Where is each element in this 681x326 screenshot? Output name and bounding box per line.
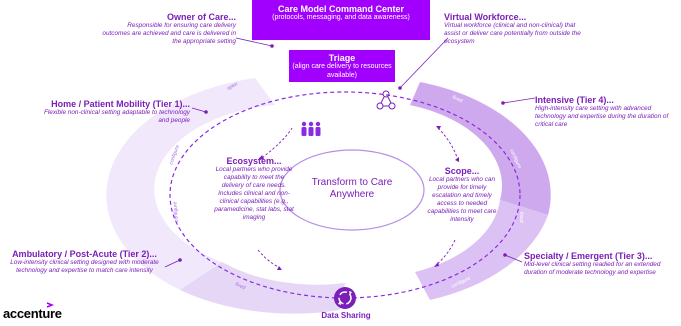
ambulatory-block: Ambulatory / Post-Acute (Tier 2)... Low-…: [2, 249, 167, 275]
ring-right-top-segment: [410, 82, 551, 215]
owner-connector: [235, 37, 273, 47]
home-connector: [191, 107, 207, 113]
specialty-title: Specialty / Emergent (Tier 3)...: [524, 251, 653, 261]
ecosystem-arrow-bottom: [257, 249, 281, 269]
intensive-desc: High-intensity care setting with advance…: [535, 105, 669, 128]
home-desc: Flexible non-clinical setting adaptable …: [43, 109, 190, 124]
home-title: Home / Patient Mobility (Tier 1)...: [51, 99, 190, 109]
virtual-connector: [399, 37, 449, 89]
ring-label-fixed-tr: fixed: [451, 94, 463, 104]
data-sharing-icon: [334, 287, 356, 309]
command-center-title: Care Model Command Center: [277, 4, 405, 14]
ring-right-bottom-segment: [415, 200, 548, 300]
ring-label-fixed-bl: fixed: [234, 281, 246, 291]
intensive-block: Intensive (Tier 4)... High-intensity car…: [535, 95, 680, 129]
ecosystem-block: Ecosystem... Local partners who provide …: [213, 156, 295, 222]
ecosystem-arrow-top: [261, 127, 293, 159]
center-text: Transform to Care Anywhere: [311, 177, 393, 200]
home-block: Home / Patient Mobility (Tier 1)... Flex…: [2, 99, 190, 125]
ambulatory-desc: Low-intensity clinical setting designed …: [10, 259, 159, 274]
ring-bottom-left-segment: [180, 262, 345, 314]
dashed-track: [169, 91, 521, 299]
command-center-box: Care Model Command Center (protocols, me…: [252, 0, 430, 40]
specialty-desc: Mid-level clinical setting readied for a…: [524, 261, 661, 276]
triage-sub: (align care delivery to resources availa…: [292, 63, 392, 79]
accenture-logo: accenture: [3, 302, 62, 321]
scope-block: Scope... Local partners who can provide …: [423, 166, 501, 224]
people-group-icon: [301, 121, 321, 136]
ring-label-fixed-r: fixed: [518, 212, 524, 223]
owner-desc: Responsible for ensuring care delivery o…: [102, 22, 236, 45]
specialty-block: Specialty / Emergent (Tier 3)... Mid-lev…: [524, 251, 679, 277]
owner-block: Owner of Care... Responsible for ensurin…: [98, 12, 236, 46]
intensive-title: Intensive (Tier 4)...: [535, 95, 614, 105]
virtual-block: Virtual Workforce... Virtual workforce (…: [444, 12, 582, 46]
triage-box: Triage (align care delivery to resources…: [289, 50, 395, 82]
ring-label-configure-left2: configure: [172, 201, 180, 222]
triage-title: Triage: [328, 53, 356, 63]
center-ellipse: [279, 149, 425, 231]
scope-title: Scope...: [444, 166, 480, 176]
scope-desc: Local partners who can provide for timel…: [427, 176, 497, 223]
logo-chevron-icon: [46, 302, 54, 308]
command-center-sub: (protocols, messaging, and data awarenes…: [272, 14, 410, 21]
ambulatory-connector: [164, 259, 181, 268]
ring-label-open: open: [226, 81, 239, 92]
owner-title: Owner of Care...: [166, 12, 236, 22]
logo-text: accenture: [3, 306, 62, 321]
network-people-icon: [376, 90, 396, 110]
virtual-title: Virtual Workforce...: [444, 12, 527, 22]
ecosystem-title: Ecosystem...: [226, 156, 282, 166]
ecosystem-desc: Local partners who provide capability to…: [214, 166, 294, 221]
intensive-connector: [502, 97, 536, 104]
virtual-desc: Virtual workforce (clinical and non-clin…: [444, 22, 581, 45]
scope-arrow-top: [437, 127, 459, 161]
specialty-connector: [504, 254, 523, 263]
data-sharing-label: Data Sharing: [321, 311, 371, 320]
ambulatory-title: Ambulatory / Post-Acute (Tier 2)...: [12, 249, 157, 259]
ring-left-segment: [106, 78, 275, 290]
